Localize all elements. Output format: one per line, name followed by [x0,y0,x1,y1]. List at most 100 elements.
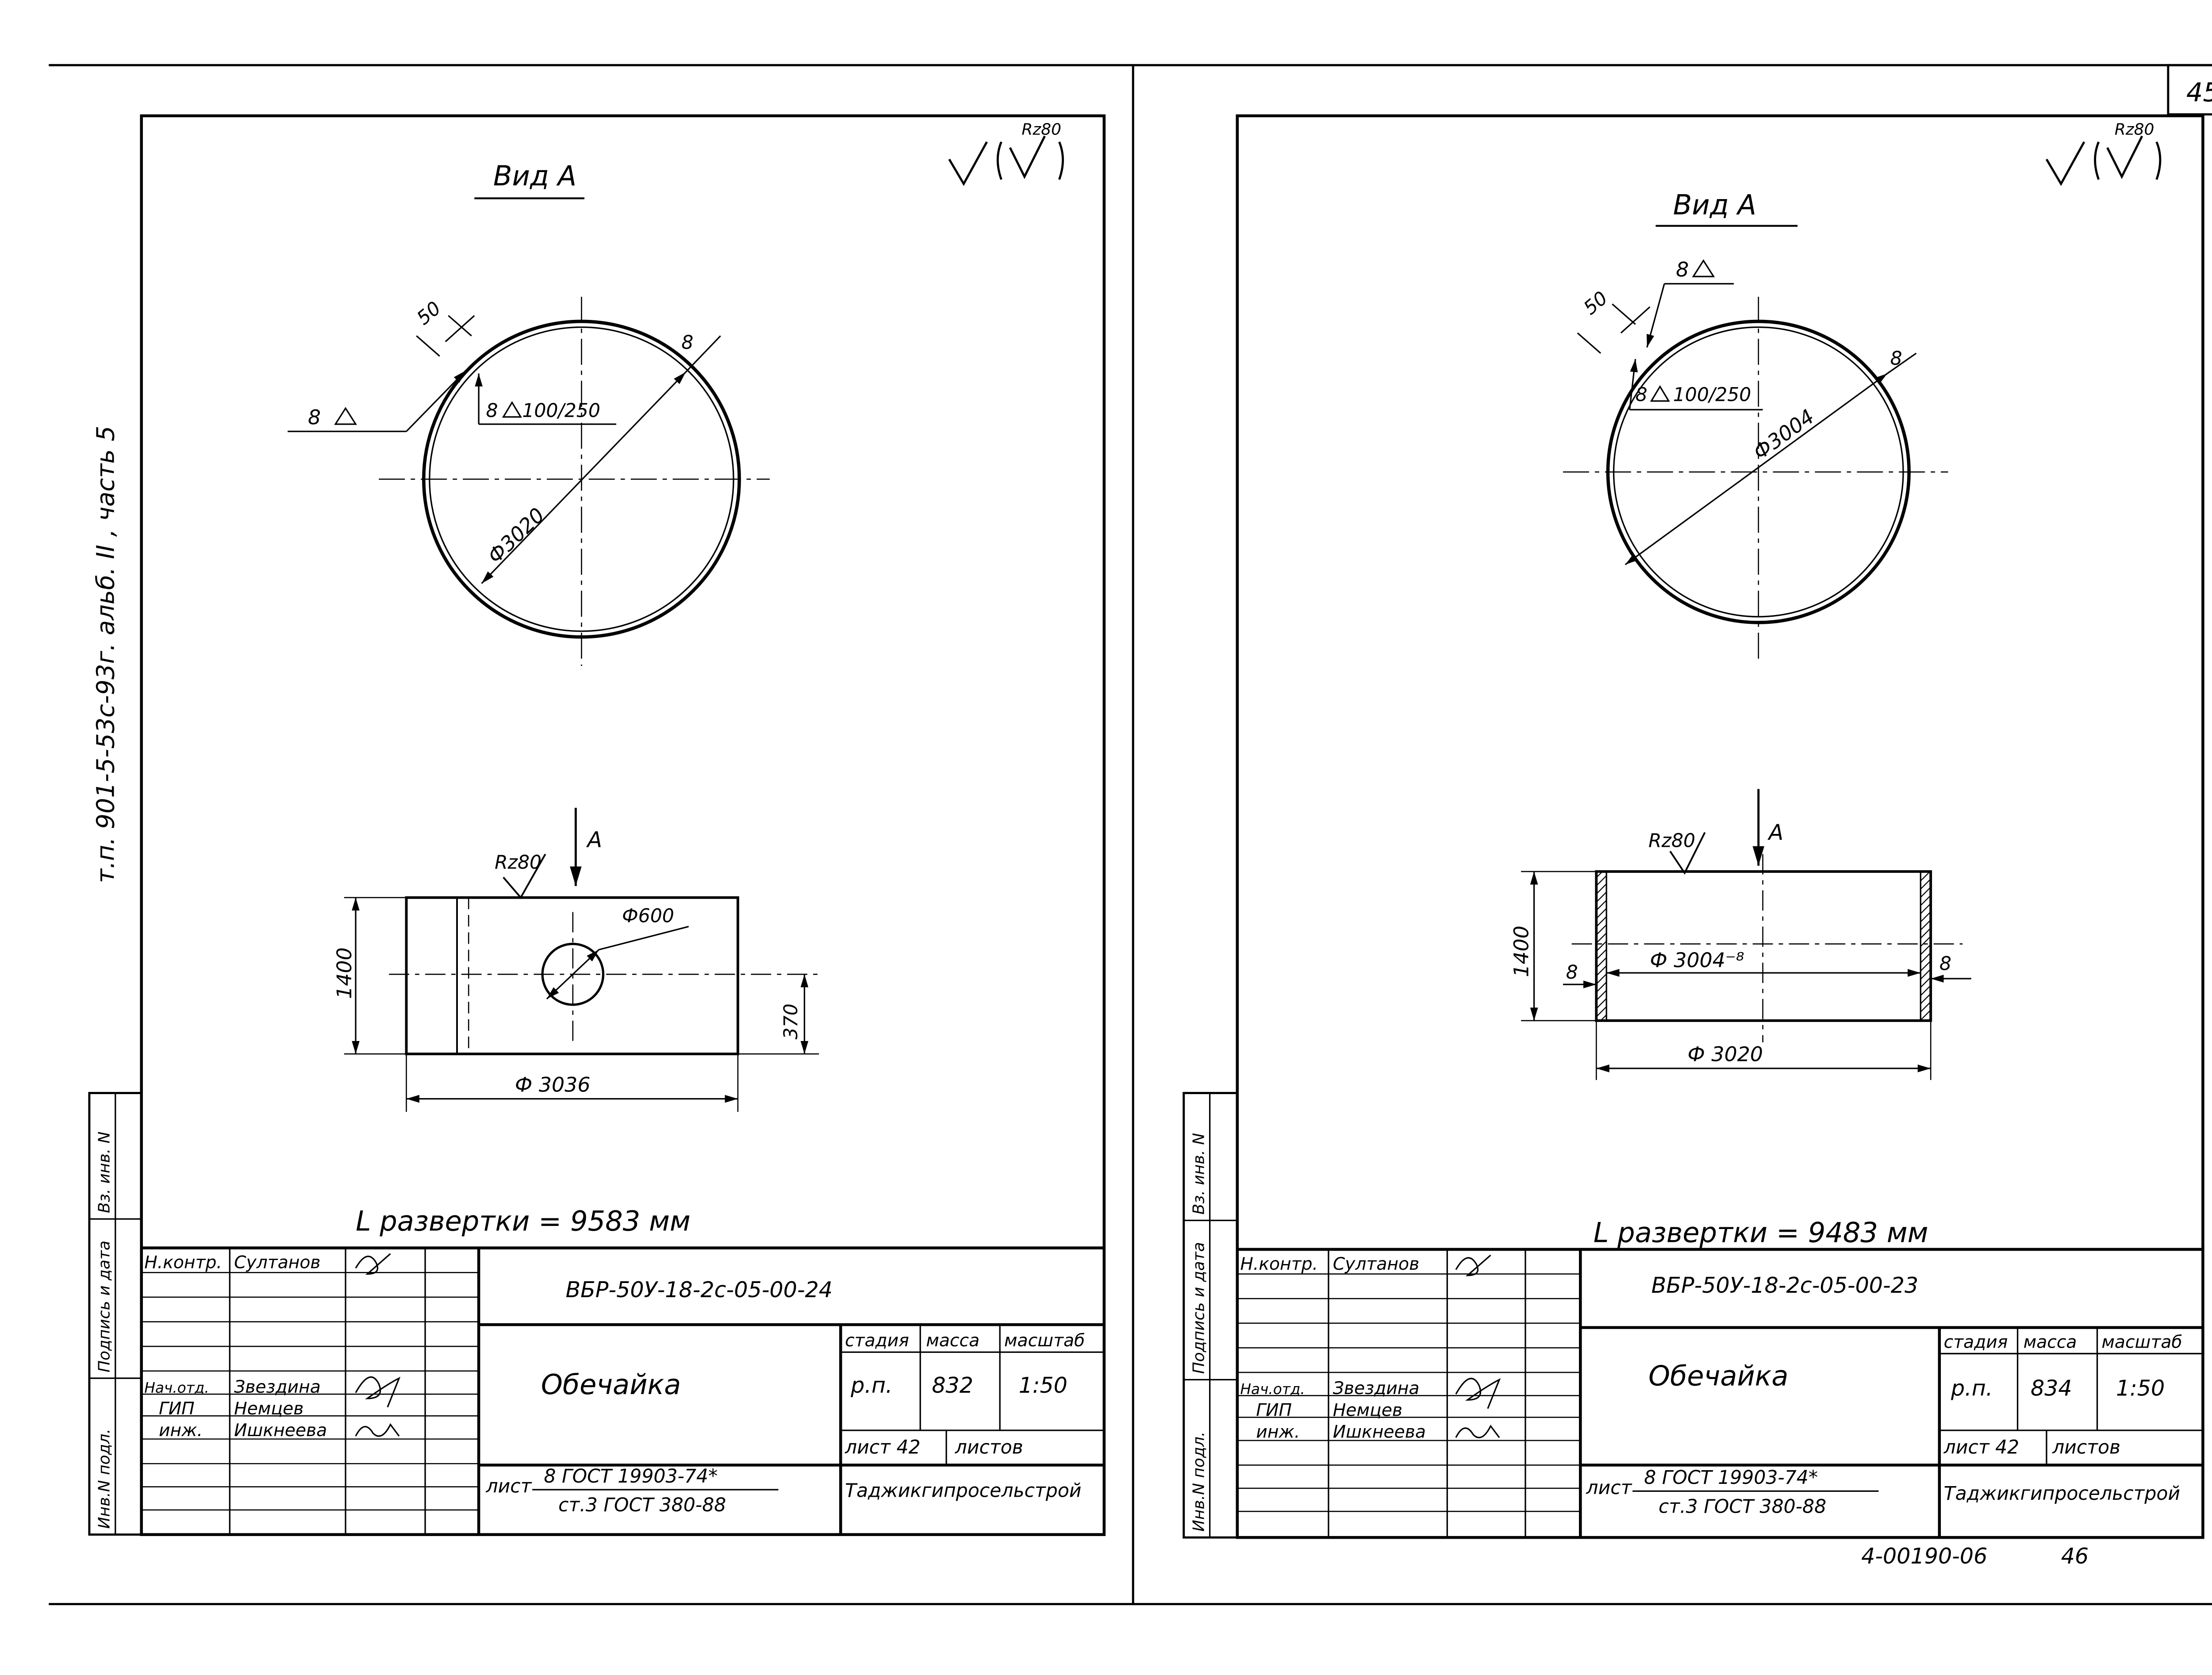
view-title: Вид А [493,160,576,192]
sign-label-3: инж. [159,1421,203,1441]
weld-pitch: 100/250 [1673,384,1751,406]
weld-left: 8 [1676,257,1689,281]
mass: 834 [2031,1375,2072,1401]
stamp-inv: Инв.N подл. [96,1429,114,1529]
weld-intermittent: 8 [1636,384,1647,406]
weld-intermittent: 8 [486,400,498,422]
dim-height: 1400 [1509,926,1533,977]
dim-hole: Ф600 [622,905,674,927]
material-bottom: ст.3 ГОСТ 380-88 [1659,1496,1826,1518]
sheet-right: Rz80 Вид А 8 Ф3004 50 8 8 100/250 [1183,114,2204,1539]
sign-label-1: Нач.отд. [1240,1381,1305,1398]
view-title: Вид А [1673,188,1756,221]
section-arrow: А [1767,819,1784,845]
dim-inner: Ф 3004⁻⁸ [1650,948,1744,972]
material-top: 8 ГОСТ 19903-74* [544,1466,718,1487]
sign-name-3: Ишкнеева [234,1421,327,1441]
dim-length: Ф 3020 [1687,1042,1763,1066]
sign-label-2: ГИП [159,1399,195,1419]
title-block: Н.контр. Султанов Нач.отд. Звездина ГИП … [1237,1248,2203,1538]
sign-label-1: Нач.отд. [144,1379,209,1396]
sheet-label: лист 42 [1943,1437,2020,1458]
drawing-frame [1236,114,2204,1539]
stamp-sign: Подпись и дата [96,1241,114,1372]
doc-code: ВБР-50У-18-2с-05-00-23 [1651,1272,1919,1298]
footer-page: 46 [2061,1543,2089,1569]
roughness-mark: Rz80 [948,120,1064,186]
stamp-sign: Подпись и дата [1190,1242,1208,1374]
dim-diameter: Ф3020 [483,503,549,568]
col-stage: стадия [1944,1332,2008,1352]
col-mass: масса [926,1331,979,1351]
mass: 832 [932,1372,973,1398]
scale: 1:50 [1019,1372,1068,1398]
side-stamp: Инв.N подл. Подпись и дата Вз. инв. N [1183,1092,1239,1539]
sign-name-0: Султанов [1333,1254,1419,1274]
page-number-box: 45 [2167,64,2212,115]
footer-code: 4‑00190‑06 [1861,1543,1987,1569]
stage: р.п. [850,1372,892,1398]
dim-offset: 370 [780,1003,802,1039]
development-length: L развертки = 9483 мм [1594,1217,1928,1249]
dim-gap: 50 [1580,287,1612,319]
dim-gap: 50 [413,297,445,329]
signature-2 [1455,1425,1500,1438]
sign-name-1: Звездина [1333,1379,1420,1398]
part-name: Обечайка [541,1368,681,1401]
wall-left [1595,871,1607,1022]
col-scale: масштаб [2101,1332,2182,1352]
dim-wall-left: 8 [1566,962,1578,983]
development-length: L развертки = 9583 мм [356,1205,691,1237]
signature-0 [1455,1254,1491,1276]
material-prefix: лист [485,1476,532,1498]
sheets-label: листов [2052,1437,2120,1458]
sign-name-3: Ишкнеева [1333,1422,1426,1442]
section-roughness: Rz80 [1648,830,1695,852]
sign-name-2: Немцев [234,1399,303,1419]
stamp-vz: Вз. инв. N [1190,1133,1208,1215]
col-stage: стадия [845,1331,909,1351]
dim-wall-right: 8 [1939,953,1951,975]
sign-name-0: Султанов [234,1252,320,1272]
section-view: А Rz80 Ф 3004⁻⁸ 8 8 1400 Ф 3020 [1509,789,1971,1080]
scale: 1:50 [2116,1375,2165,1401]
circle-view: 8 Ф3020 50 8 8 100/250 [288,296,770,666]
dim-thickness: 8 [1890,348,1902,370]
weld-left: 8 [308,405,321,429]
stamp-vz: Вз. инв. N [96,1132,114,1214]
roughness-value: Rz80 [1022,120,1061,138]
signature-2 [355,1423,400,1437]
signature-1 [355,1376,401,1408]
material-bottom: ст.3 ГОСТ 380-88 [558,1494,726,1516]
dim-height: 1400 [332,947,356,999]
drawing-frame [140,114,1106,1536]
wall-right [1920,871,1932,1022]
col-mass: масса [2024,1332,2077,1352]
signature-0 [355,1253,391,1275]
sign-label-3: инж. [1256,1422,1300,1442]
material-top: 8 ГОСТ 19903-74* [1644,1467,1818,1489]
col-scale: масштаб [1004,1331,1085,1351]
sign-label-2: ГИП [1256,1400,1292,1420]
material-prefix: лист [1586,1477,1632,1499]
stage: р.п. [1951,1375,1993,1401]
sheet-label: лист 42 [845,1437,921,1458]
organization: Таджикгипросельстрой [845,1480,1081,1502]
section-roughness: Rz80 [495,852,541,873]
dim-diameter: Ф3004 [1749,404,1819,464]
sign-name-1: Звездина [234,1377,321,1397]
section-arrow: А [586,826,603,852]
page-number: 45 [2186,77,2212,108]
roughness-value: Rz80 [2115,120,2154,138]
stamp-inv: Инв.N подл. [1190,1432,1208,1532]
dim-thickness: 8 [681,332,693,354]
roughness-mark: Rz80 [2045,120,2162,186]
weld-pitch: 100/250 [522,400,600,422]
sheet-left: Rz80 Вид А 8 Ф3020 50 8 [88,114,1106,1536]
sign-name-2: Немцев [1333,1400,1402,1420]
section-view: А Rz80 Ф600 1400 370 Ф 3036 [332,807,819,1112]
part-name: Обечайка [1648,1360,1788,1392]
circle-view: 8 Ф3004 50 8 8 100/250 [1563,257,1948,659]
side-note: т.п. 901-5-53с-93г. альб. II , часть 5 [92,426,120,883]
